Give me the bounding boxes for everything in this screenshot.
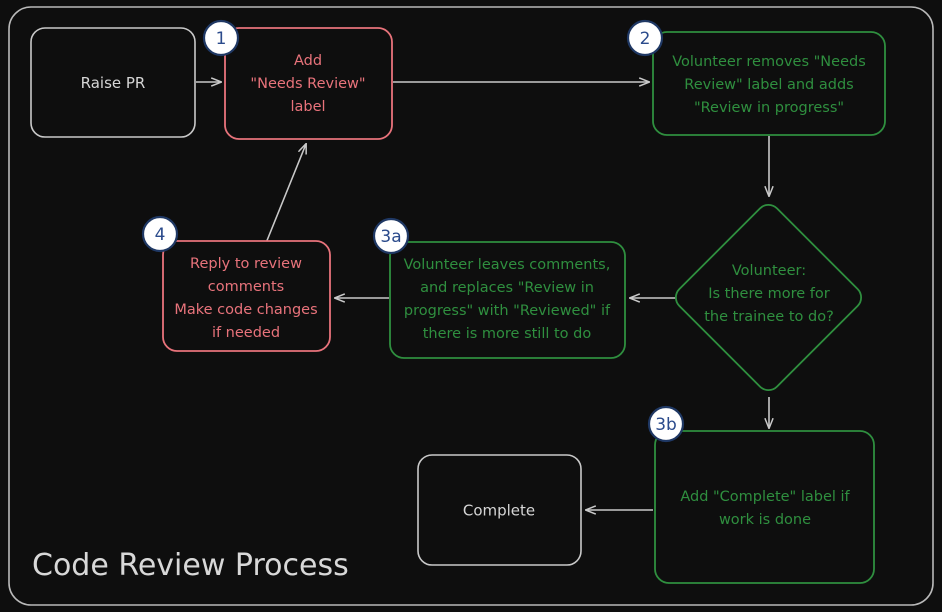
node-add-needs-review-label[interactable]: Add "Needs Review" label bbox=[224, 27, 393, 140]
node-volunteer-leaves-comments[interactable]: Volunteer leaves comments, and replaces … bbox=[389, 241, 626, 359]
node-3a-line-2: and replaces "Review in bbox=[420, 280, 594, 296]
node-4-line-3: Make code changes bbox=[174, 302, 317, 318]
node-1-line-2: "Needs Review" bbox=[250, 76, 365, 92]
node-add-complete-label-box bbox=[654, 430, 875, 584]
node-volunteer-leaves-comments-box bbox=[389, 241, 626, 359]
node-reply-to-review-comments-box bbox=[162, 240, 331, 352]
node-complete-label: Complete bbox=[463, 502, 535, 520]
badge-1-label: 1 bbox=[216, 29, 227, 49]
node-volunteer-removes-label-box bbox=[652, 31, 886, 136]
badge-4-label: 4 bbox=[155, 225, 166, 245]
badge-2-label: 2 bbox=[640, 29, 651, 49]
badge-4: 4 bbox=[141, 215, 179, 253]
node-raise-pr-box bbox=[30, 27, 196, 138]
badge-3b: 3b bbox=[647, 405, 685, 443]
node-volunteer-removes-label[interactable]: Volunteer removes "Needs Review" label a… bbox=[652, 31, 886, 136]
node-volunteer-decision[interactable]: Volunteer: Is there more for the trainee… bbox=[671, 200, 866, 395]
node-2-line-3: "Review in progress" bbox=[694, 100, 844, 116]
node-1-line-3: label bbox=[290, 99, 325, 115]
node-3b-line-1: Add "Complete" label if bbox=[680, 489, 850, 505]
badge-1-circle bbox=[202, 19, 240, 57]
badge-3b-circle bbox=[647, 405, 685, 443]
badge-2: 2 bbox=[626, 19, 664, 57]
badge-1: 1 bbox=[202, 19, 240, 57]
node-volunteer-decision-box bbox=[674, 203, 863, 392]
node-4-line-4: if needed bbox=[212, 325, 280, 341]
node-2-line-2: Review" label and adds bbox=[684, 77, 853, 93]
node-reply-to-review-comments[interactable]: Reply to review comments Make code chang… bbox=[162, 240, 331, 352]
node-raise-pr[interactable]: Raise PR bbox=[30, 27, 196, 138]
node-1-line-1: Add bbox=[294, 53, 322, 69]
node-3a-line-3: progress" with "Reviewed" if bbox=[404, 303, 611, 319]
node-2-line-1: Volunteer removes "Needs bbox=[672, 54, 866, 70]
node-add-needs-review-label-box bbox=[224, 27, 393, 140]
node-complete[interactable]: Complete bbox=[417, 454, 582, 566]
decision-line-2: Is there more for bbox=[708, 286, 830, 302]
node-4-line-2: comments bbox=[208, 279, 284, 295]
node-raise-pr-label: Raise PR bbox=[81, 74, 146, 92]
node-complete-box bbox=[417, 454, 582, 566]
edge-node4-to-node1 bbox=[265, 144, 306, 244]
node-3b-line-2: work is done bbox=[719, 512, 811, 528]
badge-2-circle bbox=[626, 19, 664, 57]
node-4-line-1: Reply to review bbox=[190, 256, 302, 272]
decision-line-3: the trainee to do? bbox=[704, 309, 834, 325]
diagram-title: Code Review Process bbox=[32, 548, 349, 583]
badge-4-circle bbox=[141, 215, 179, 253]
badge-3a: 3a bbox=[372, 217, 410, 255]
badge-3a-label: 3a bbox=[380, 227, 401, 247]
node-3a-line-4: there is more still to do bbox=[423, 326, 592, 342]
badge-3a-circle bbox=[372, 217, 410, 255]
badge-3b-label: 3b bbox=[655, 415, 677, 435]
node-3a-line-1: Volunteer leaves comments, bbox=[404, 257, 611, 273]
node-add-complete-label[interactable]: Add "Complete" label if work is done bbox=[654, 430, 875, 584]
decision-line-1: Volunteer: bbox=[732, 263, 806, 279]
